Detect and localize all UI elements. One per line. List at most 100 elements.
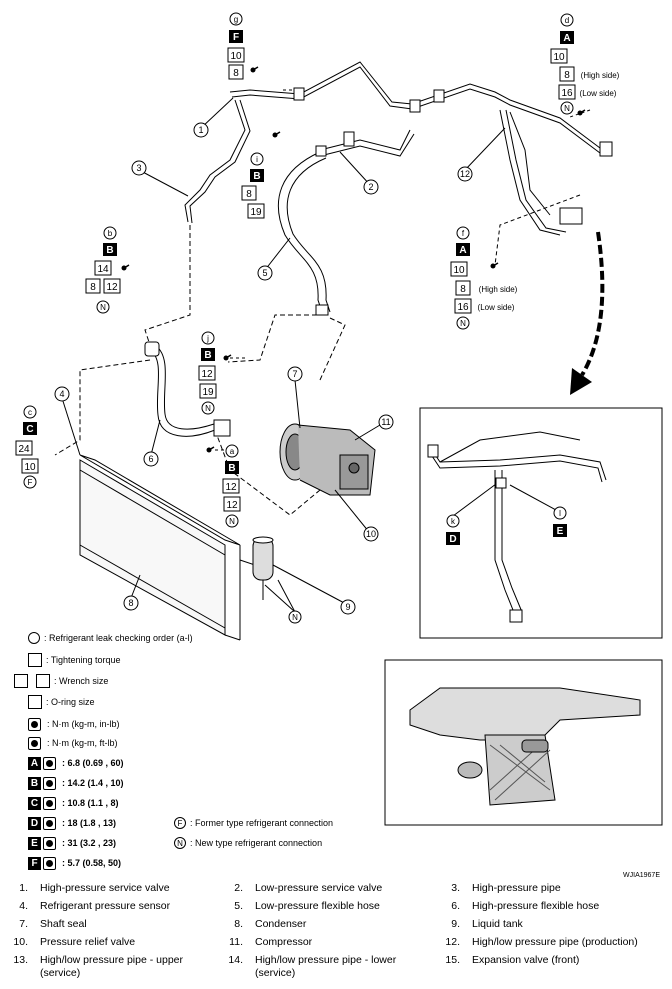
- svg-text:D: D: [449, 534, 456, 545]
- marker-i: i B 8 19: [241, 152, 265, 219]
- svg-text:i: i: [256, 155, 258, 164]
- legend-torque-f: F : 5.7 (0.58, 50): [28, 855, 121, 871]
- list-item: 2.Low-pressure service valve: [234, 882, 383, 894]
- svg-text:3: 3: [136, 163, 141, 173]
- callout-4: 4: [54, 386, 81, 456]
- svg-text:7: 7: [292, 369, 297, 379]
- svg-text:(High side): (High side): [581, 71, 620, 80]
- torque-in-lb-icon: [28, 717, 41, 731]
- svg-text:A: A: [459, 245, 466, 256]
- svg-text:N: N: [292, 613, 298, 622]
- list-item: 5.Low-pressure flexible hose: [234, 900, 380, 912]
- legend-wrench: : Wrench size: [14, 673, 108, 689]
- list-item: 15.Expansion valve (front): [445, 954, 580, 966]
- svg-text:4: 4: [59, 389, 64, 399]
- torque-icon: [43, 776, 56, 790]
- svg-text:12: 12: [225, 482, 237, 493]
- marker-b: b B 14 8 12 N: [85, 226, 121, 314]
- legend-torque-e: E : 31 (3.2 , 23): [28, 835, 116, 851]
- svg-text:B: B: [228, 463, 235, 474]
- svg-text:N: N: [229, 517, 235, 526]
- svg-text:C: C: [26, 424, 33, 435]
- inset-expansion-valve: [384, 659, 663, 826]
- callout-12: 12: [457, 127, 506, 182]
- marker-j: j B 12 19 N: [198, 331, 217, 415]
- callout-3: 3: [131, 160, 189, 197]
- svg-text:24: 24: [18, 444, 30, 455]
- svg-text:12: 12: [226, 500, 238, 511]
- wrench-symbol: [14, 674, 28, 688]
- list-item: 13.High/low pressure pipe - upper (servi…: [13, 954, 183, 979]
- marker-f: f A 10 8 (High side) 16 (Low side) N: [450, 226, 518, 330]
- compressor: [279, 423, 376, 496]
- callout-8: 8: [123, 574, 141, 611]
- new-type-markers: N: [264, 579, 302, 624]
- svg-text:10: 10: [230, 51, 242, 62]
- svg-text:8: 8: [90, 282, 96, 293]
- svg-text:8: 8: [246, 189, 252, 200]
- svg-text:11: 11: [381, 417, 390, 427]
- legend-torque-d: D : 18 (1.8 , 13): [28, 815, 116, 831]
- svg-text:b: b: [108, 229, 113, 238]
- svg-text:f: f: [462, 229, 465, 238]
- list-item: 7.Shaft seal: [19, 918, 87, 930]
- torque-ft-lb-icon: [28, 736, 41, 750]
- callout-10: 10: [334, 489, 379, 542]
- list-item: 11.Compressor: [229, 936, 313, 948]
- svg-text:19: 19: [202, 387, 214, 398]
- leak-order-symbol: [28, 632, 40, 644]
- callout-2: 2: [339, 151, 379, 195]
- svg-text:16: 16: [561, 88, 573, 99]
- svg-text:a: a: [230, 447, 235, 456]
- svg-text:10: 10: [366, 529, 376, 539]
- torque-icon: [43, 856, 56, 870]
- svg-text:N: N: [460, 319, 466, 328]
- list-item: 1.High-pressure service valve: [19, 882, 170, 894]
- svg-text:c: c: [28, 408, 32, 417]
- svg-text:10: 10: [453, 265, 465, 276]
- svg-text:g: g: [234, 15, 238, 24]
- svg-text:1: 1: [198, 125, 203, 135]
- svg-text:5: 5: [262, 268, 267, 278]
- svg-text:14: 14: [97, 264, 109, 275]
- tightening-symbol: [28, 653, 42, 667]
- svg-text:l: l: [559, 509, 561, 518]
- torque-icon: [43, 836, 56, 850]
- svg-text:B: B: [106, 245, 113, 256]
- list-item: 14.High/low pressure pipe - lower (servi…: [228, 954, 397, 979]
- list-item: 6.High-pressure flexible hose: [451, 900, 600, 912]
- list-item: 12.High/low pressure pipe (production): [445, 936, 638, 948]
- arrow-icon: [570, 231, 605, 395]
- marker-g: g F 10 8: [227, 12, 245, 80]
- svg-text:F: F: [28, 478, 33, 487]
- svg-text:8: 8: [128, 598, 133, 608]
- svg-text:8: 8: [564, 70, 570, 81]
- legend-torque-b: B : 14.2 (1.4 , 10): [28, 775, 124, 791]
- list-item: 4.Refrigerant pressure sensor: [19, 900, 171, 912]
- svg-text:12: 12: [460, 169, 470, 179]
- drawing-code: WJIA1967E: [623, 872, 660, 879]
- liquid-tank: [252, 536, 274, 600]
- legend-leak-order: : Refrigerant leak checking order (a-l): [28, 630, 193, 646]
- callout-7: 7: [287, 366, 303, 429]
- svg-text:N: N: [564, 104, 570, 113]
- legend-nm-in: : N·m (kg-m, in-lb): [28, 716, 120, 732]
- fittings: [144, 87, 613, 437]
- svg-text:k: k: [451, 517, 456, 526]
- svg-text:10: 10: [24, 462, 36, 473]
- callout-5: 5: [257, 237, 291, 281]
- svg-text:12: 12: [201, 369, 213, 380]
- callout-1: 1: [193, 97, 234, 138]
- pipe-artwork: [54, 61, 601, 516]
- callout-11: 11: [354, 414, 394, 441]
- svg-text:10: 10: [553, 52, 565, 63]
- callout-9: 9: [272, 564, 356, 615]
- marker-a: a B 12 12 N: [222, 444, 241, 528]
- marker-c: c C 24 10 F: [15, 405, 39, 489]
- svg-text:19: 19: [250, 207, 262, 218]
- condenser: [79, 454, 256, 641]
- svg-text:j: j: [206, 334, 209, 343]
- torque-icon: [43, 796, 56, 810]
- svg-text:N: N: [205, 404, 211, 413]
